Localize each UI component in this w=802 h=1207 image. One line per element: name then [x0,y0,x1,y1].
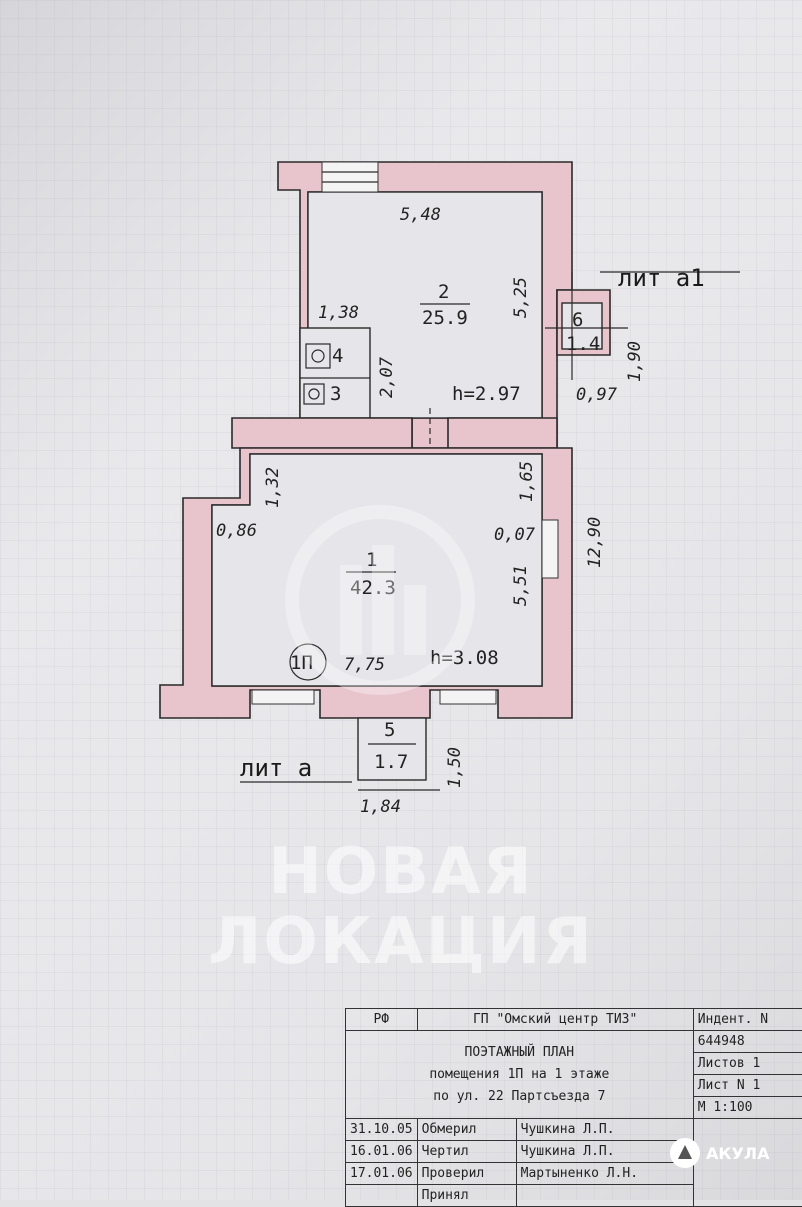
room-1-height: h=3.08 [430,647,499,669]
dim-7-75: 7,75 [344,655,385,675]
room-3-number: 3 [330,383,341,405]
stamp-name-1: Чушкина Л.П. [515,1140,694,1163]
stamp-sheets: Листов 1 [692,1052,802,1075]
window-bottom-left [251,689,315,705]
dim-5-51: 5,51 [511,565,531,606]
stamp-date-1: 16.01.06 [345,1140,418,1163]
room-2-number: 2 [438,281,449,303]
room-6 [561,302,603,350]
label-lit-a: лит а [240,754,312,782]
stamp-date-0: 31.10.05 [345,1118,418,1141]
stamp-role-3: Принял [416,1184,517,1207]
sink-icon [303,383,325,405]
stamp-subtitle-2: по ул. 22 Партсъезда 7 [433,1088,606,1104]
stamp-title: ПОЭТАЖНЫЙ ПЛАН [464,1044,575,1060]
dim-0-86: 0,86 [216,521,257,541]
stamp-title-cell: ПОЭТАЖНЫЙ ПЛАН помещения 1П на 1 этаже п… [345,1030,694,1119]
stamp-ident-label: Индент. N [692,1008,802,1031]
stamp-role-1: Чертил [416,1140,517,1163]
window-bottom-right [439,689,497,705]
stamp-signature-cell [692,1118,802,1207]
room-6-number: 6 [572,309,583,331]
room-5-number: 5 [384,719,395,741]
dim-0-07: 0,07 [494,525,536,545]
stamp-date-2: 17.01.06 [345,1162,418,1185]
stamp-ident-value: 644948 [692,1030,802,1053]
premise-tag: 1П [290,652,313,674]
wall-middle-right [447,417,558,449]
watermark-logo-icon [285,505,475,695]
stamp-rf: РФ [345,1008,418,1031]
stamp-name-0: Чушкина Л.П. [515,1118,694,1141]
stamp-name-3 [515,1184,694,1207]
stamp-org: ГП "Омский центр ТИЗ" [416,1008,694,1031]
dim-5-25: 5,25 [511,277,531,318]
title-block: РФ ГП "Омский центр ТИЗ" Индент. N ПОЭТА… [345,1008,802,1207]
brand-logo-icon [670,1138,700,1168]
room-2-height: h=2.97 [452,383,521,405]
stamp-date-3 [345,1184,418,1207]
wall-middle-left [231,417,413,449]
dim-1-90: 1,90 [625,341,645,382]
window-right [541,519,559,579]
label-lit-a1: лит а1 [618,264,705,292]
floor-plan-drawing: лит а1 лит а 2 25.9 h=2.97 3 4 6 1.4 1 4… [159,161,740,817]
room-4-number: 4 [332,345,343,367]
dim-1-32: 1,32 [263,467,283,508]
stamp-role-2: Проверил [416,1162,517,1185]
watermark-line-2: ЛОКАЦИЯ [208,905,594,979]
stamp-name-2: Мартыненко Л.Н. [515,1162,694,1185]
dim-2-07: 2,07 [377,356,397,398]
dim-5-48: 5,48 [400,205,441,225]
room-6-area: 1.4 [566,333,600,355]
premise-tag-circle [289,643,327,681]
window-top [321,161,379,193]
dim-12-90: 12,90 [585,517,605,568]
room-1-number: 1 [366,549,377,571]
stamp-scale: М 1:100 [692,1096,802,1119]
room-5 [357,717,427,781]
toilet-icon [305,343,331,369]
dim-1-65: 1,65 [517,461,537,502]
room-1 [211,453,543,687]
dim-1-84: 1,84 [360,797,401,817]
watermark-line-1: НОВАЯ [268,835,534,909]
room-2-area: 25.9 [422,307,468,329]
brand-name: АКУЛА [706,1143,770,1163]
room-5-area: 1.7 [374,751,408,773]
brand-badge: АКУЛА [670,1138,769,1168]
dim-1-38: 1,38 [318,303,359,323]
dim-1-50: 1,50 [445,747,465,788]
room-3-4 [299,327,371,419]
stamp-sheet-no: Лист N 1 [692,1074,802,1097]
stamp-role-0: Обмерил [416,1118,517,1141]
stamp-subtitle-1: помещения 1П на 1 этаже [429,1066,610,1082]
dim-0-97: 0,97 [576,385,618,405]
room-1-area: 42.3 [350,577,396,599]
